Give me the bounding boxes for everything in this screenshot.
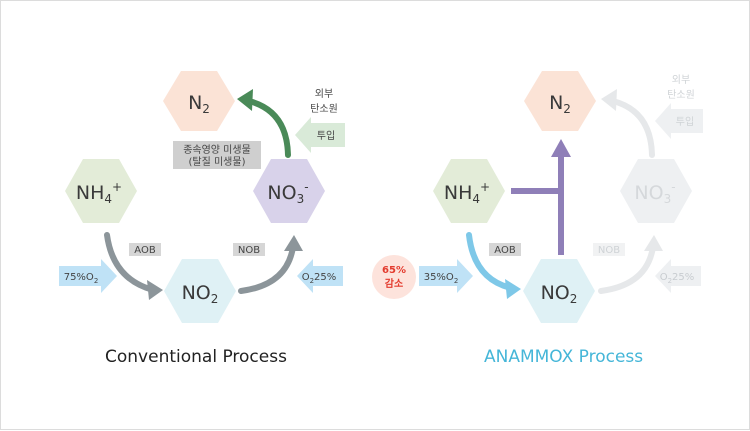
anx-nob-arrow bbox=[598, 244, 656, 294]
conventional-caption: Conventional Process bbox=[105, 347, 287, 367]
conv-nh4-node: NH4+ bbox=[65, 159, 137, 223]
conv-input-arrow bbox=[295, 117, 345, 153]
anammox-process: N2 NH4+ NO3- NO2 AOB bbox=[372, 71, 703, 323]
conv-no2-label: NO2 bbox=[182, 282, 219, 306]
anx-aob-arrow bbox=[466, 232, 514, 291]
conv-nob-label: NOB bbox=[238, 245, 260, 256]
conv-no2-node: NO2 bbox=[164, 259, 236, 323]
anx-aob-box bbox=[489, 243, 521, 256]
conv-aob-box bbox=[129, 243, 161, 256]
anx-denitrification-arrow bbox=[610, 98, 655, 158]
anx-no2-label: NO2 bbox=[541, 282, 578, 306]
anx-o2-right-arrow bbox=[655, 259, 701, 293]
conv-aob-arrow bbox=[104, 232, 156, 293]
anx-nh4-node: NH4+ bbox=[433, 159, 505, 223]
conv-microbe-line1: 종속영양 미생물 bbox=[183, 144, 251, 156]
conv-external-carbon-line2: 탄소원 bbox=[310, 103, 338, 115]
anx-aob-arrowhead bbox=[505, 279, 521, 299]
conv-nob-arrowhead bbox=[284, 235, 303, 251]
anx-o2-left-arrow bbox=[419, 259, 473, 293]
anx-nob-arrowhead bbox=[644, 235, 663, 251]
conv-o2-right-label: O225% bbox=[302, 272, 337, 285]
anx-external-carbon-line2: 탄소원 bbox=[667, 89, 695, 101]
anx-reduction-line1: 65% bbox=[382, 265, 406, 276]
conv-n2-node: N2 bbox=[163, 71, 235, 131]
conv-microbe-box bbox=[173, 141, 261, 169]
anx-denitrification-arrowhead bbox=[601, 89, 617, 111]
conv-nob-box bbox=[233, 243, 265, 256]
anammox-caption: ANAMMOX Process bbox=[484, 347, 644, 367]
anx-nob-box bbox=[593, 243, 625, 256]
anx-aob-label: AOB bbox=[494, 245, 516, 256]
conv-nob-arrow bbox=[238, 244, 296, 294]
conventional-process: N2 NH4+ NO3- NO2 AOB NOB bbox=[59, 71, 345, 323]
conv-aob-label: AOB bbox=[134, 245, 156, 256]
anx-no2-node: NO2 bbox=[523, 259, 595, 323]
anx-reduction-circle bbox=[372, 255, 416, 299]
anx-o2-left-label: 35%O2 bbox=[424, 272, 459, 285]
anx-input-label: 투입 bbox=[676, 115, 694, 128]
anx-anammox-arrowhead bbox=[551, 139, 571, 157]
anx-no3-node: NO3- bbox=[620, 159, 692, 223]
conv-o2-left-arrow bbox=[59, 259, 117, 293]
anx-no3-label: NO3- bbox=[634, 180, 675, 206]
conv-o2-left-label: 75%O2 bbox=[64, 272, 99, 285]
conv-o2-right-arrow bbox=[297, 259, 343, 293]
anx-n2-node: N2 bbox=[524, 71, 596, 131]
conv-input-label: 투입 bbox=[317, 129, 335, 142]
conv-microbe-line2: (탈질 미생물) bbox=[189, 155, 246, 168]
conv-denitrification-arrowhead bbox=[237, 89, 253, 111]
anx-nh4-label: NH4+ bbox=[444, 180, 490, 206]
conv-denitrification-arrow bbox=[246, 98, 291, 158]
anx-input-arrow bbox=[655, 103, 703, 139]
anx-o2-right-label: O225% bbox=[660, 272, 695, 285]
conv-n2-label: N2 bbox=[188, 92, 210, 116]
conv-no3-node: NO3- bbox=[253, 159, 325, 223]
conv-no3-label: NO3- bbox=[267, 180, 308, 206]
conv-nh4-label: NH4+ bbox=[76, 180, 122, 206]
anx-nob-label: NOB bbox=[598, 245, 620, 256]
anx-external-carbon-line1: 외부 bbox=[672, 74, 690, 86]
anx-reduction-line2: 감소 bbox=[385, 278, 403, 290]
conv-external-carbon-line1: 외부 bbox=[315, 88, 333, 100]
anx-n2-label: N2 bbox=[549, 92, 571, 116]
conv-aob-arrowhead bbox=[147, 280, 163, 300]
